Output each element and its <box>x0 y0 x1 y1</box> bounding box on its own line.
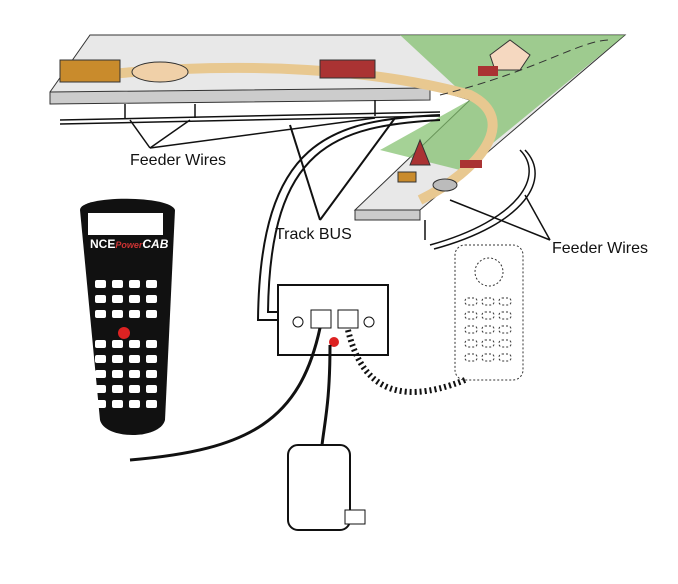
cab-key <box>129 310 140 318</box>
cab-key <box>95 370 106 378</box>
track-bus-wires <box>256 114 441 321</box>
cab-key <box>95 280 106 288</box>
cab-key <box>112 310 123 318</box>
command-station <box>277 284 389 356</box>
cab-key <box>129 280 140 288</box>
optional-cab-key <box>464 353 478 362</box>
optional-cab-outline <box>454 244 524 381</box>
cab-key <box>112 385 123 393</box>
cab-key <box>129 400 140 408</box>
optional-cab-key <box>464 339 478 348</box>
cab-key <box>146 295 157 303</box>
cab-key <box>146 340 157 348</box>
optional-cab-key <box>464 297 478 306</box>
cab-key <box>129 355 140 363</box>
layout-board <box>49 34 627 221</box>
optional-cab-key <box>481 339 495 348</box>
power-supply <box>287 444 366 531</box>
cab-key <box>146 370 157 378</box>
cab-key <box>95 400 106 408</box>
cab-key <box>95 310 106 318</box>
optional-cab-key <box>498 297 512 306</box>
handheld-cab: NCEPowerCAB <box>80 198 175 435</box>
optional-cab-key <box>481 311 495 320</box>
cab-logo: NCEPowerCAB <box>90 237 169 251</box>
cab-key <box>112 280 123 288</box>
feeder-wires-right-label: Feeder Wires <box>552 240 649 257</box>
cab-key <box>112 400 123 408</box>
optional-cab-key <box>464 311 478 320</box>
optional-cab-key <box>481 353 495 362</box>
cab-key <box>112 340 123 348</box>
cab-key <box>95 295 106 303</box>
feeder-wires-left-label: Feeder Wires <box>130 152 227 169</box>
cab-key <box>146 310 157 318</box>
cab-key <box>112 355 123 363</box>
cab-key <box>112 370 123 378</box>
cab-key <box>95 340 106 348</box>
optional-cab-key <box>481 297 495 306</box>
cab-key <box>129 370 140 378</box>
optional-cab-key <box>481 325 495 334</box>
optional-cab-key <box>498 353 512 362</box>
optional-cab-key <box>498 311 512 320</box>
cab-key <box>95 385 106 393</box>
cab-key <box>129 340 140 348</box>
feeder-wires <box>59 100 551 250</box>
optional-cab-key <box>498 325 512 334</box>
optional-cab-key <box>498 339 512 348</box>
cab-cable <box>129 327 332 462</box>
track-bus-label: Track BUS <box>275 226 352 243</box>
cab-key <box>146 385 157 393</box>
cab-key <box>129 295 140 303</box>
coiled-cable <box>345 329 467 395</box>
cab-key <box>146 400 157 408</box>
cab-key <box>129 385 140 393</box>
cab-key <box>112 295 123 303</box>
cab-key <box>146 355 157 363</box>
cab-key <box>95 355 106 363</box>
optional-cab-key <box>464 325 478 334</box>
cab-key <box>146 280 157 288</box>
